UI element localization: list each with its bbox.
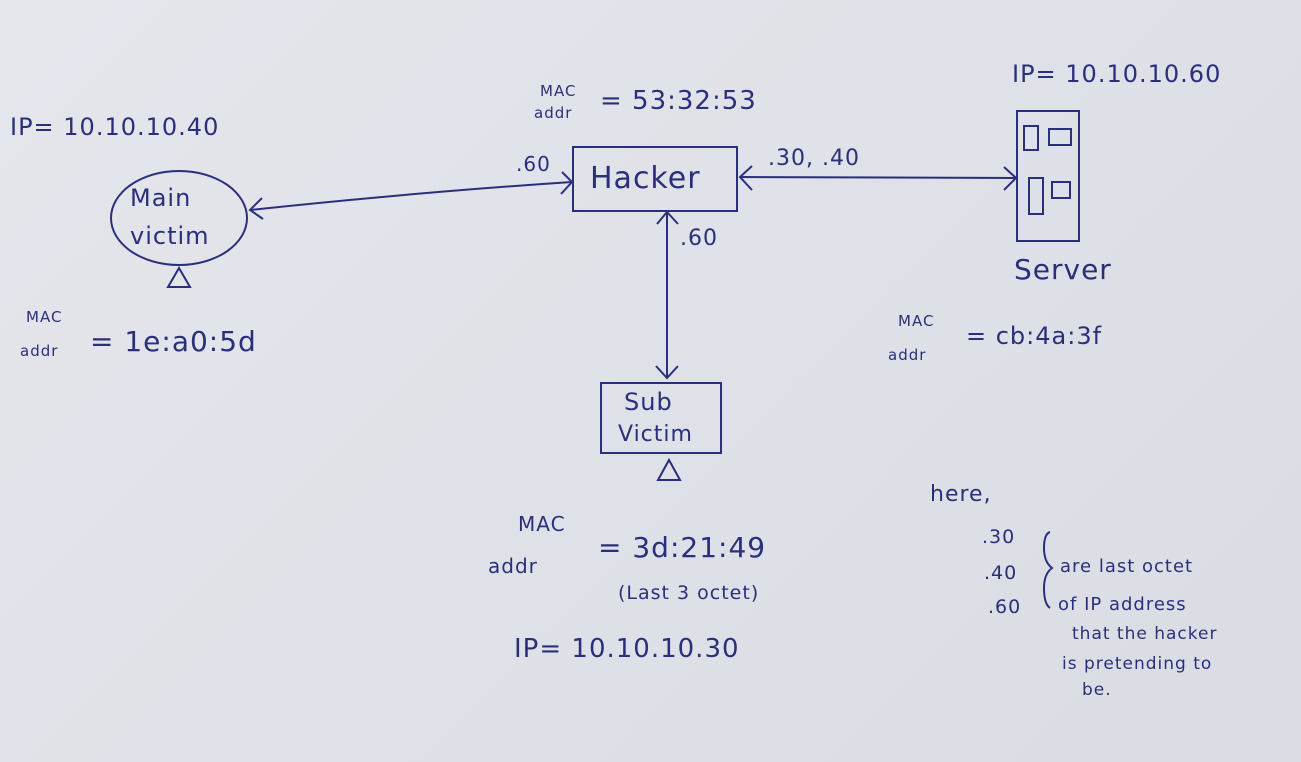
sub-victim-stand: [656, 457, 682, 481]
note-line-4: is pretending to: [1062, 654, 1213, 674]
server-node: [1016, 110, 1080, 242]
server-mac-value: = cb:4a:3f: [966, 322, 1103, 350]
sub-victim-label-line1: Sub: [624, 388, 673, 416]
sub-victim-mac-label-2: addr: [488, 554, 538, 578]
note-line-1: are last octet: [1060, 556, 1194, 577]
server-mac-label-1: MAC: [898, 312, 935, 330]
note-octet-1: .30: [982, 526, 1016, 548]
arrowhead-hacker-bottom: [656, 210, 679, 225]
arrowhead-sub-victim: [655, 365, 679, 380]
main-victim-mac-label-1: MAC: [26, 308, 63, 326]
main-victim-label-line1: Main: [130, 184, 192, 212]
hacker-mac-value: = 53:32:53: [600, 86, 757, 116]
hacker-right-octets: .30, .40: [768, 146, 860, 171]
sub-victim-mac-label-1: MAC: [518, 512, 566, 536]
sub-victim-label-line2: Victim: [618, 422, 693, 447]
server-mac-label-2: addr: [888, 346, 927, 364]
sub-victim-mac-value: = 3d:21:49: [598, 531, 767, 564]
note-octet-2: .40: [984, 562, 1018, 584]
hacker-label: Hacker: [590, 161, 701, 196]
main-victim-node: [110, 170, 248, 266]
note-line-5: be.: [1082, 680, 1112, 700]
sub-victim-ip: IP= 10.10.10.30: [514, 634, 740, 664]
note-brace: [1042, 531, 1054, 609]
main-victim-mac-value: = 1e:a0:5d: [90, 325, 257, 358]
arrowhead-main-victim: [248, 197, 264, 220]
main-victim-ip: IP= 10.10.10.40: [10, 113, 220, 141]
note-heading: here,: [930, 482, 992, 507]
hacker-mac-label-2: addr: [534, 104, 573, 122]
hacker-bottom-octet: .60: [680, 226, 718, 251]
link-main-victim-hacker: [249, 181, 573, 211]
note-octet-3: .60: [988, 596, 1022, 618]
hacker-mac-label-1: MAC: [540, 82, 577, 100]
main-victim-stand: [166, 266, 192, 288]
server-label: Server: [1014, 253, 1112, 286]
main-victim-mac-label-2: addr: [20, 342, 59, 360]
note-line-3: that the hacker: [1072, 624, 1218, 644]
server-icon: [1023, 125, 1072, 215]
link-hacker-server: [739, 176, 1017, 179]
note-line-2: of IP address: [1058, 594, 1187, 615]
arrowhead-hacker-right: [738, 165, 753, 191]
hacker-node: [572, 146, 738, 212]
sub-victim-mac-note: (Last 3 octet): [618, 582, 760, 604]
hacker-left-octet: .60: [516, 152, 551, 176]
server-ip: IP= 10.10.10.60: [1012, 60, 1222, 88]
main-victim-label-line2: victim: [130, 222, 210, 250]
sub-victim-node: [600, 382, 722, 454]
